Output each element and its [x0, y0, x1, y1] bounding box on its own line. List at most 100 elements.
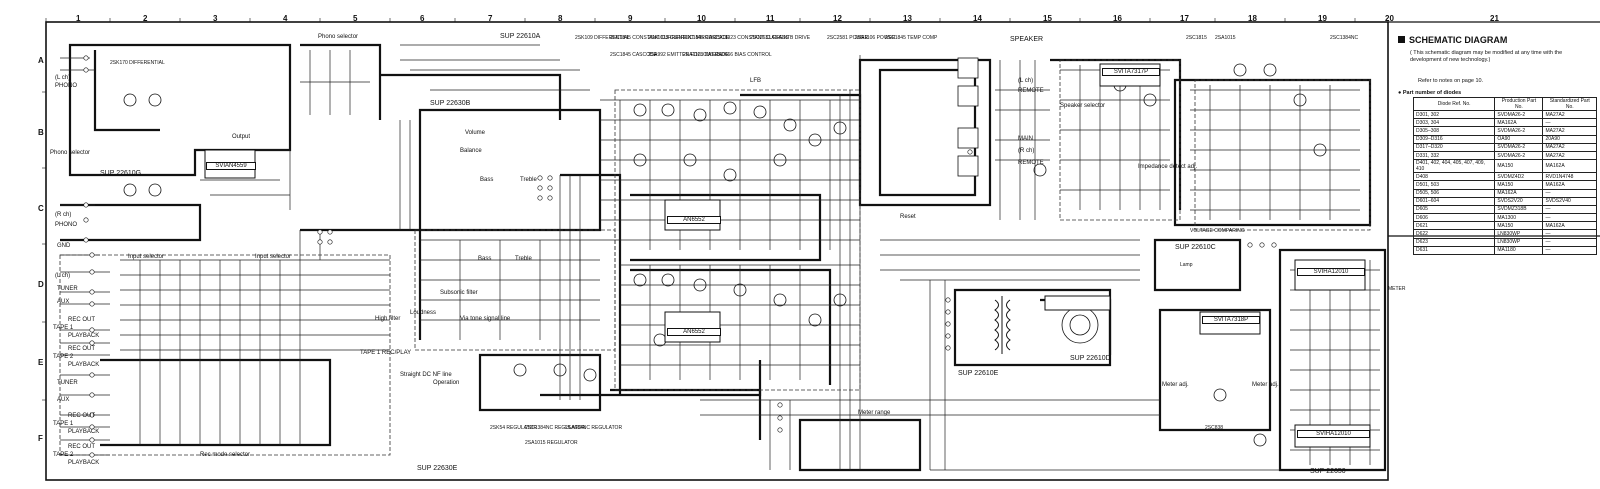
ann-rec-mode: Rec mode selector [200, 452, 251, 458]
ann-2sc838: 2SC838 [1205, 425, 1224, 431]
schematic-title: SCHEMATIC DIAGRAM [1398, 35, 1507, 45]
label-playback1: PLAYBACK [68, 333, 100, 339]
grid-col-11: 11 [766, 14, 775, 23]
ann-tape-rec: TAPE 1 REC/PLAY [360, 350, 412, 356]
table-cell: D605 [1412, 204, 1496, 215]
table-cell: — [1542, 237, 1597, 247]
label-recout1: REC OUT [68, 317, 95, 323]
ann-trans7: 2SC1845 CASCADE [683, 35, 730, 41]
table-cell: D623 [1412, 237, 1496, 247]
grid-col-16: 16 [1113, 14, 1122, 23]
ann-output: Output [232, 134, 251, 140]
ann-trans3: 2SC1845 CONSTANT CURRENT [610, 35, 686, 41]
table-cell: — [1542, 204, 1597, 215]
table-cell: — [1542, 229, 1597, 239]
ic-meter: SVITA7318P [1202, 316, 1260, 324]
ann-trans17: 2SC1384NC [1330, 35, 1359, 41]
ann-speaker: SPEAKER [1010, 36, 1044, 43]
table-cell: D309–D316 [1412, 134, 1496, 144]
ann-treble1: Treble [520, 177, 537, 183]
table-cell: D631 [1412, 245, 1496, 256]
ann-straight-dc: Straight DC NF line [400, 372, 452, 378]
block-sup-h: SUP 22610G [100, 170, 142, 177]
table-cell: MA1180 [1494, 245, 1544, 256]
ann-lch: (L ch) [1018, 78, 1034, 84]
grid-row-a: A [38, 56, 44, 65]
label-phono-r: PHONO [55, 222, 78, 228]
label-aux-r: AUX [57, 397, 70, 403]
grid-col-4: 4 [283, 14, 288, 23]
table-cell: D601–604 [1412, 196, 1496, 206]
table-cell: MA162A [1542, 221, 1597, 231]
ic-relay: SVITA7317P [1102, 68, 1160, 76]
grid-col-9: 9 [628, 14, 633, 23]
grid-col-2: 2 [143, 14, 148, 23]
ann-reg1: 2SK54 REGULATOR [490, 425, 538, 431]
ann-high-filter: High filter [375, 316, 401, 322]
ann-trans1: 2SK170 DIFFERENTIAL [110, 60, 165, 66]
table-cell: D606 [1412, 213, 1496, 223]
ann-treble2: Treble [515, 256, 532, 262]
label-aux-l: AUX [57, 299, 70, 305]
ann-remote2: REMOTE [1018, 160, 1044, 166]
ann-reset: Reset [900, 214, 916, 220]
grid-col-12: 12 [833, 14, 842, 23]
table-cell: MA27A2 [1542, 109, 1597, 120]
table-cell: MA162A [1494, 188, 1544, 198]
block-sup-f: SUP 22630E [417, 465, 458, 472]
table-cell: D408 [1412, 172, 1496, 182]
grid-row-e: E [38, 358, 44, 367]
grid-col-7: 7 [488, 14, 493, 23]
table-cell: MA1300 [1494, 213, 1544, 223]
table-cell: MA150 [1494, 159, 1544, 174]
block-sup-a: SUP 22610A [500, 33, 541, 40]
ann-trans10: 2SD666 BIAS CONTROL [715, 52, 772, 58]
table-cell: MA162A [1542, 159, 1597, 174]
label-playback2: PLAYBACK [68, 362, 100, 368]
table-cell: SVDMA26-2 [1494, 109, 1544, 120]
label-lch-phono: (L ch) [55, 75, 71, 81]
grid-col-8: 8 [558, 14, 563, 23]
diodes-heading: ● Part number of diodes [1398, 90, 1462, 96]
ic-display2: SVIHA12010 [1297, 430, 1370, 438]
title-text: SCHEMATIC DIAGRAM [1409, 35, 1508, 45]
label-recout4: REC OUT [68, 444, 95, 450]
ann-trans15: 2SC1815 [1186, 35, 1207, 41]
grid-col-15: 15 [1043, 14, 1052, 23]
table-cell: MA27A2 [1542, 150, 1597, 161]
label-tape1-r: TAPE 1 [53, 421, 74, 427]
ann-meter: METER [1388, 286, 1406, 292]
table-cell: SVDS2V40 [1542, 196, 1597, 206]
ann-reg4: 2SA1015 REGULATOR [525, 440, 578, 446]
label-lch: (L ch) [55, 273, 71, 279]
ann-lamp: Lamp [1180, 262, 1193, 268]
th-ref: Diode Ref. No. [1412, 97, 1496, 111]
ann-balance: Balance [460, 148, 482, 154]
ann-volume: Volume [465, 130, 486, 136]
ann-phono-selector-left: Phono selector [50, 150, 91, 156]
ann-via-tone: Via tone signal line [460, 316, 511, 322]
table-cell: D301, 302 [1412, 109, 1496, 120]
table-cell: SVDMA26-2 [1494, 150, 1544, 161]
ann-trans12: 2SC2581 POWER [827, 35, 869, 41]
table-cell: D505, 506 [1412, 188, 1496, 198]
ann-impedance: Impedance detect adj. [1138, 164, 1198, 170]
grid-col-5: 5 [353, 14, 358, 23]
table-cell: MA150 [1494, 180, 1544, 190]
label-rch-phono: (R ch) [55, 212, 72, 218]
table-cell: 20A90 [1542, 134, 1597, 144]
grid-col-20: 20 [1385, 14, 1394, 23]
block-sup-b: SUP 22630B [430, 100, 471, 107]
label-tape1: TAPE 1 [53, 325, 74, 331]
table-cell: MA162A [1494, 118, 1544, 128]
block-sup-c: SUP 22610C [1175, 244, 1216, 251]
